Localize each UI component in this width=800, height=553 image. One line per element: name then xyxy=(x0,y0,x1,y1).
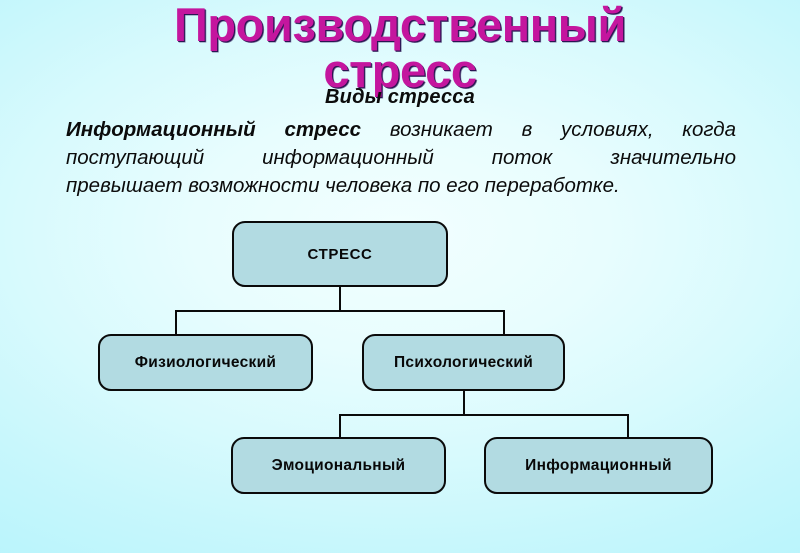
title-line-2: стресс xyxy=(323,43,477,97)
paragraph-line-2: поступающий информационный поток значите… xyxy=(66,145,736,169)
paragraph-line-3: превышает возможности человека по его пе… xyxy=(66,173,620,197)
node-physiological[interactable]: Физиологический xyxy=(98,334,313,391)
paragraph-line-1-rest: возникает в условиях, когда xyxy=(361,118,736,141)
node-emotional[interactable]: Эмоциональный xyxy=(231,437,446,494)
title-line-1: Производственный xyxy=(173,0,626,51)
connector-level1-bus xyxy=(175,310,505,312)
paragraph-lead-term: Информационный стресс xyxy=(66,118,362,141)
body-paragraph: Информационный стресс возникает в услови… xyxy=(66,116,736,200)
node-psychological[interactable]: Психологический xyxy=(362,334,565,391)
connector-to-physiological xyxy=(175,310,177,334)
connector-to-informational xyxy=(627,414,629,437)
connector-to-emotional xyxy=(339,414,341,437)
node-informational[interactable]: Информационный xyxy=(484,437,713,494)
connector-stress-down xyxy=(339,287,341,311)
subtitle: Виды стресса xyxy=(325,86,475,108)
connector-level2-bus xyxy=(339,414,629,416)
connector-to-psychological xyxy=(503,310,505,334)
node-stress[interactable]: СТРЕСС xyxy=(232,221,448,287)
connector-psychological-down xyxy=(463,391,465,415)
stress-types-tree-diagram: СТРЕСС Физиологический Психологический Э… xyxy=(0,205,800,525)
page-title: Производственный стресс xyxy=(0,0,800,97)
paragraph-line-1: Информационный стресс возникает в услови… xyxy=(66,116,736,144)
